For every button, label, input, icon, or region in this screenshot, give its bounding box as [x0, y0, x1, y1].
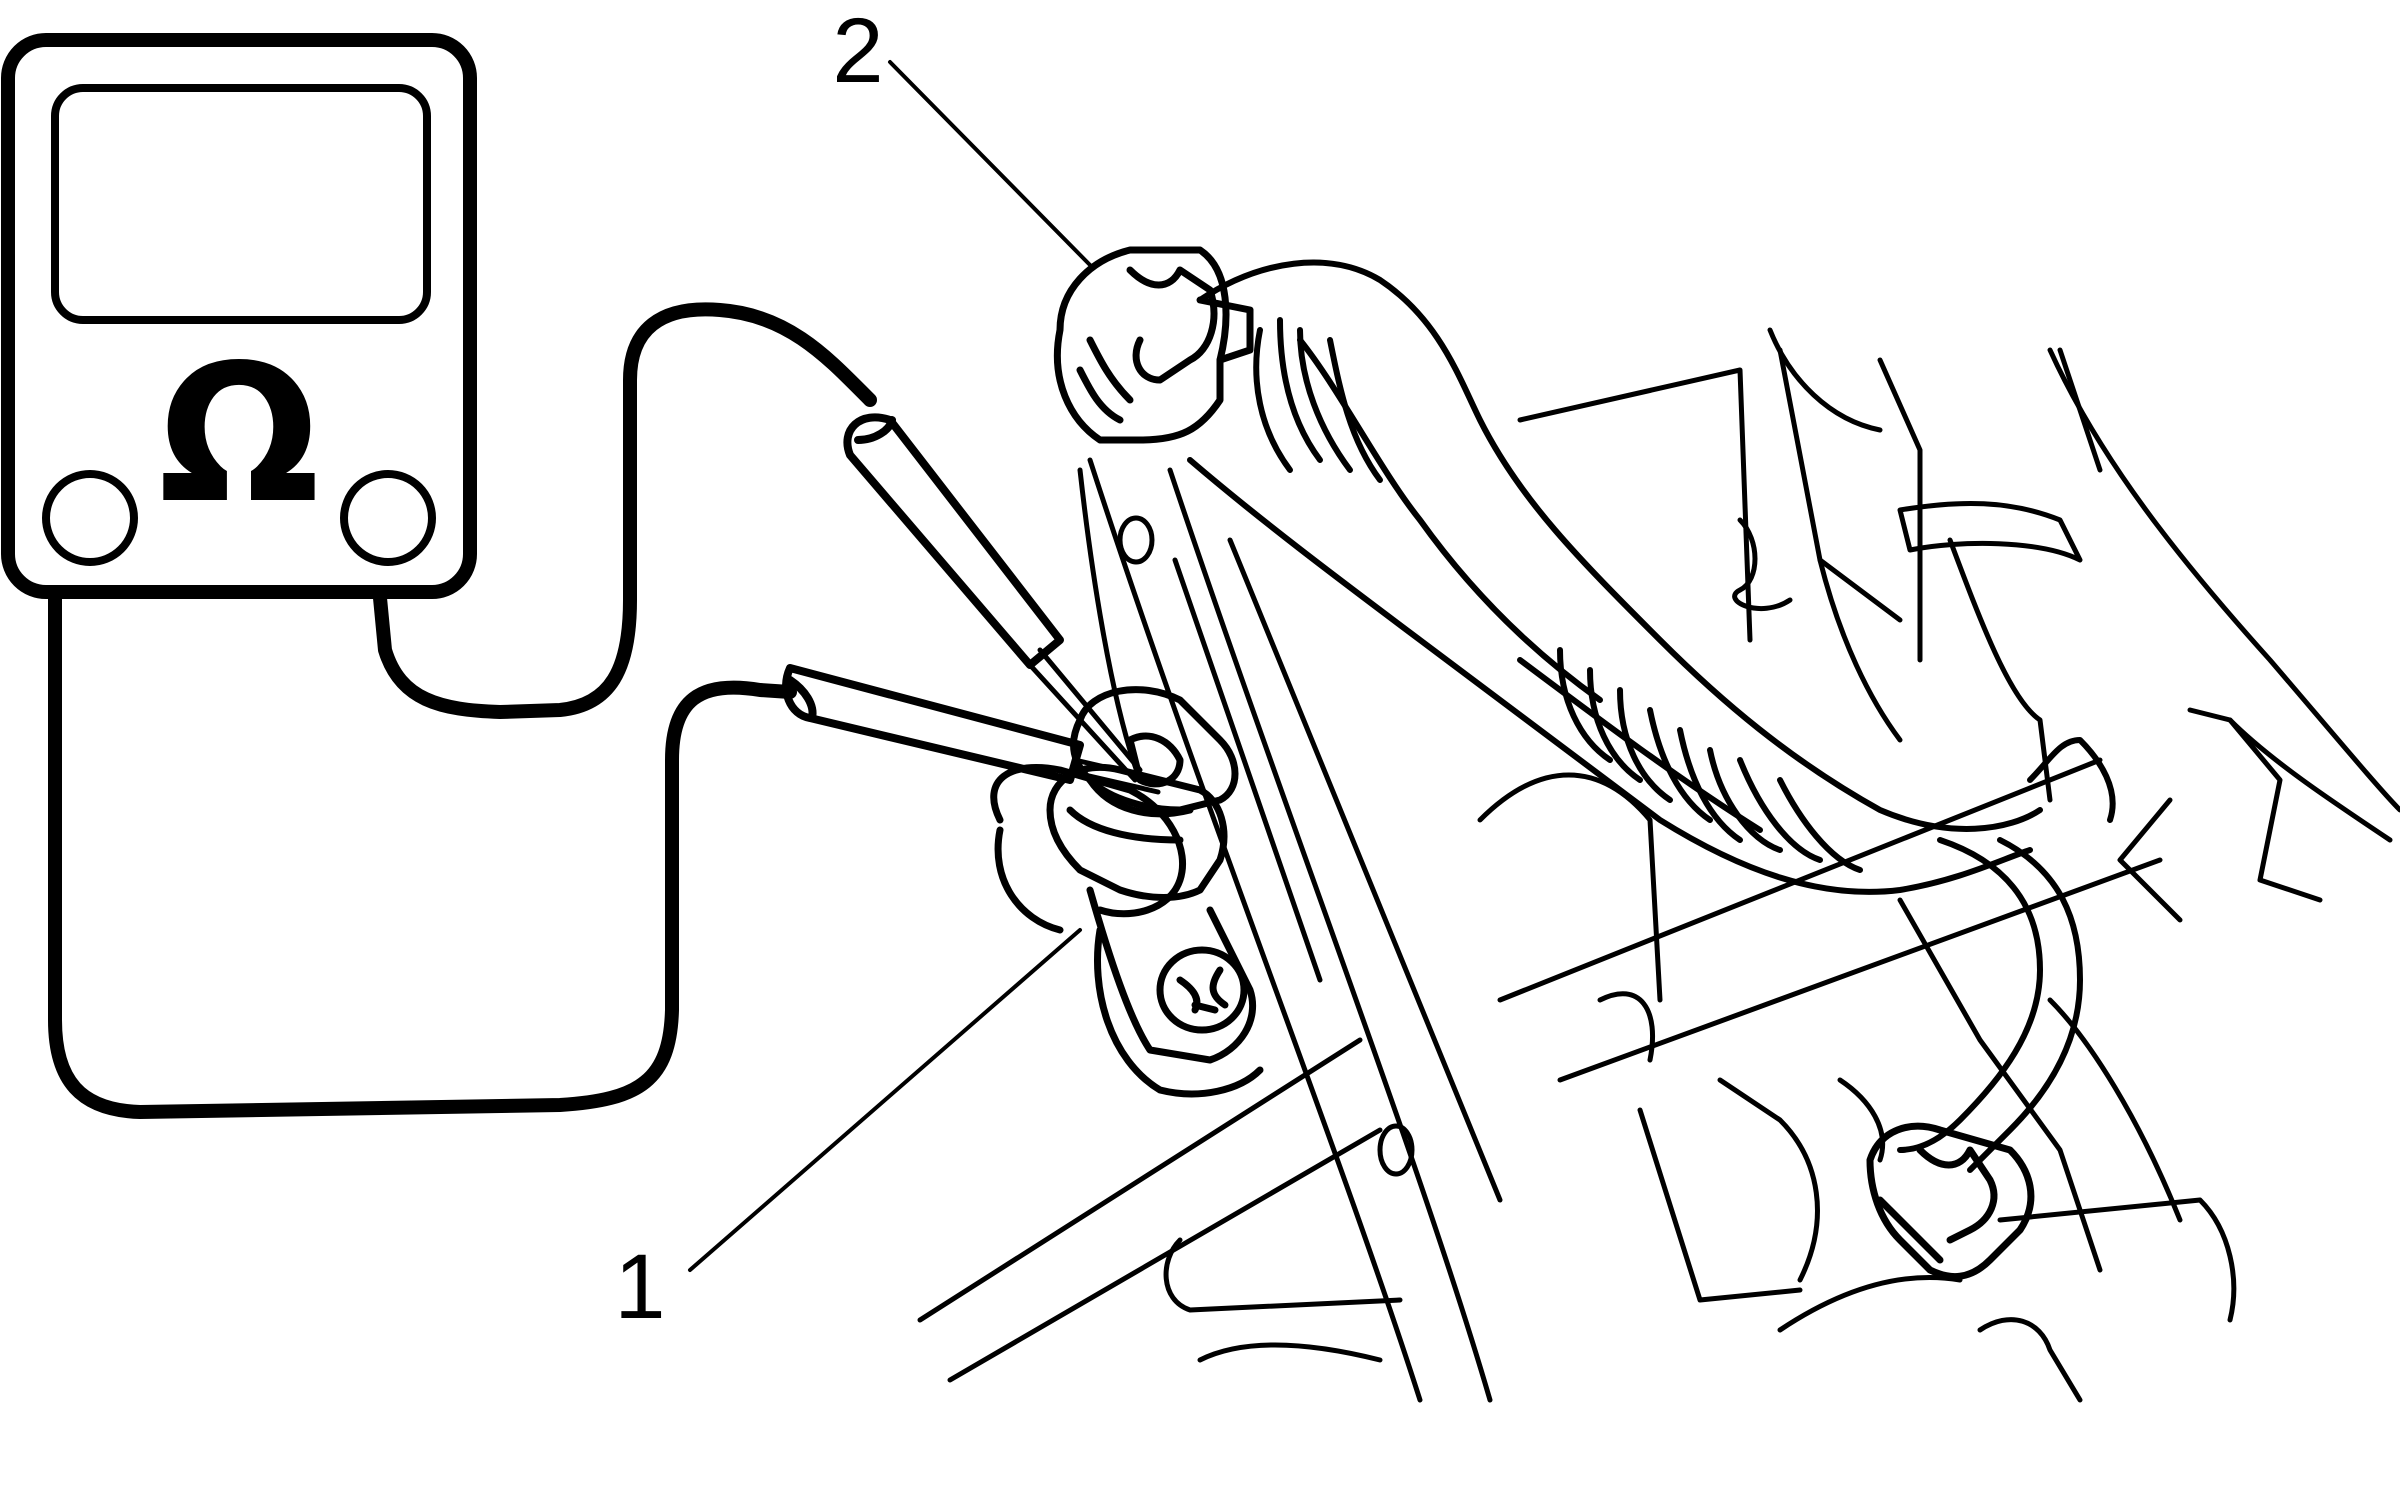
ohmmeter: Ω — [1, 33, 477, 599]
callout-label-1: 1 — [614, 1236, 665, 1338]
leader-line-2 — [888, 60, 1092, 267]
test-lead-upper — [373, 302, 877, 719]
connector-bottom — [1866, 1122, 2035, 1281]
probe-upper — [843, 413, 1143, 783]
ohmmeter-body — [1, 33, 477, 599]
ohmmeter-jack-left — [42, 470, 138, 566]
probe-lower — [782, 664, 1163, 795]
probes — [782, 413, 1163, 795]
test-lead-lower — [48, 591, 797, 1119]
connector-2 — [1053, 246, 1254, 444]
ohmmeter-display — [51, 84, 431, 324]
ohmmeter-jack-right — [340, 470, 436, 566]
ohm-symbol: Ω — [158, 324, 320, 545]
leader-line-1 — [688, 928, 1082, 1272]
sensor-1 — [990, 686, 1264, 1098]
wiring-harness — [1187, 259, 2116, 1173]
callout-leaders — [688, 60, 1092, 1272]
callout-label-2: 2 — [832, 0, 883, 102]
test-leads — [48, 302, 877, 1119]
engine-block — [917, 327, 2400, 1403]
